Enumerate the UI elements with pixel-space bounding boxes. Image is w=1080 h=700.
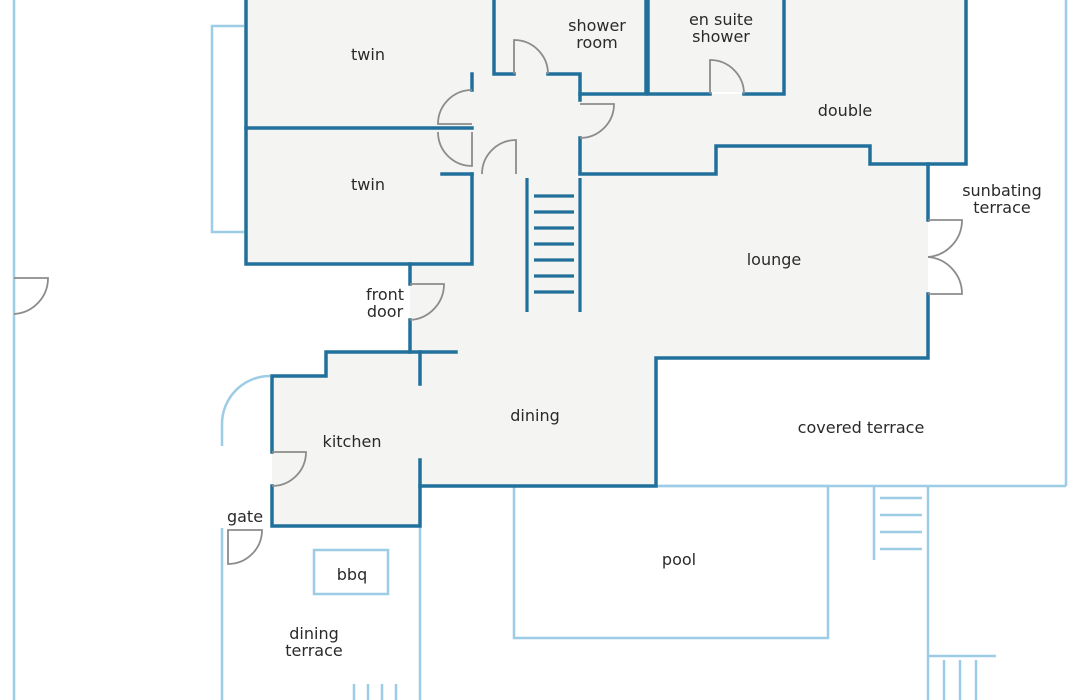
door-front[interactable]: [409, 283, 445, 321]
label-sunbathing-2: terrace: [973, 198, 1030, 217]
door-hall-bottom[interactable]: [481, 139, 517, 175]
label-lounge: lounge: [747, 250, 802, 269]
label-dining-terrace-2: terrace: [285, 641, 342, 660]
door-left-boundary[interactable]: [13, 277, 49, 315]
floor-main-living: [272, 74, 928, 526]
door-lounge-bottom[interactable]: [927, 256, 963, 295]
door-en-suite[interactable]: [709, 59, 745, 95]
door-kitchen[interactable]: [271, 451, 307, 487]
label-en-suite-1: en suite: [689, 10, 753, 29]
label-twin-lower: twin: [351, 175, 385, 194]
door-shower-room[interactable]: [513, 39, 549, 75]
label-kitchen: kitchen: [323, 432, 382, 451]
garden-wall-curve: [220, 374, 271, 446]
wall-en-suite-left: [646, 0, 712, 96]
wall-hall-top-right: [546, 72, 582, 102]
interior-walls: [244, 0, 968, 528]
door-twin-upper[interactable]: [437, 89, 473, 125]
wall-living-bottom: [270, 292, 930, 528]
label-shower-room-2: room: [576, 33, 617, 52]
label-covered-terrace: covered terrace: [798, 418, 925, 437]
label-double: double: [818, 101, 873, 120]
door-gate[interactable]: [227, 529, 263, 565]
label-bbq: bbq: [337, 565, 367, 584]
wall-en-suite-right: [742, 0, 786, 96]
label-en-suite-2: shower: [692, 27, 750, 46]
floor-twin-upper: [246, 0, 494, 128]
doors: [13, 39, 963, 565]
labels: twin twin shower room en suite shower do…: [227, 10, 1042, 660]
label-dining-terrace-1: dining: [289, 624, 338, 643]
bay-window: [210, 24, 244, 234]
outdoor-lines: [12, 0, 1068, 700]
label-front-door-1: front: [366, 285, 404, 304]
floor-fills: [246, 0, 966, 526]
wall-shower-right: [578, 0, 648, 96]
label-gate: gate: [227, 507, 263, 526]
door-double[interactable]: [579, 103, 615, 139]
wall-twin-lower: [244, 0, 474, 266]
label-front-door-2: door: [367, 302, 404, 321]
door-twin-lower[interactable]: [437, 131, 473, 167]
wall-kitchen-top: [270, 350, 458, 454]
label-sunbathing-1: sunbating: [962, 181, 1042, 200]
label-shower-room-1: shower: [568, 16, 626, 35]
label-dining: dining: [510, 406, 559, 425]
label-pool: pool: [662, 550, 696, 569]
interior-stairs: [525, 178, 582, 312]
floor-double: [580, 0, 966, 172]
wall-shower-left: [492, 0, 516, 76]
pool-outline: [512, 484, 830, 640]
floor-twin-lower: [246, 128, 472, 264]
door-lounge-top[interactable]: [927, 219, 963, 258]
exterior-steps: [352, 496, 978, 700]
label-twin-upper: twin: [351, 45, 385, 64]
bbq-box: [312, 548, 390, 596]
wall-double-bottom: [578, 0, 968, 176]
floor-en-suite: [648, 0, 784, 92]
